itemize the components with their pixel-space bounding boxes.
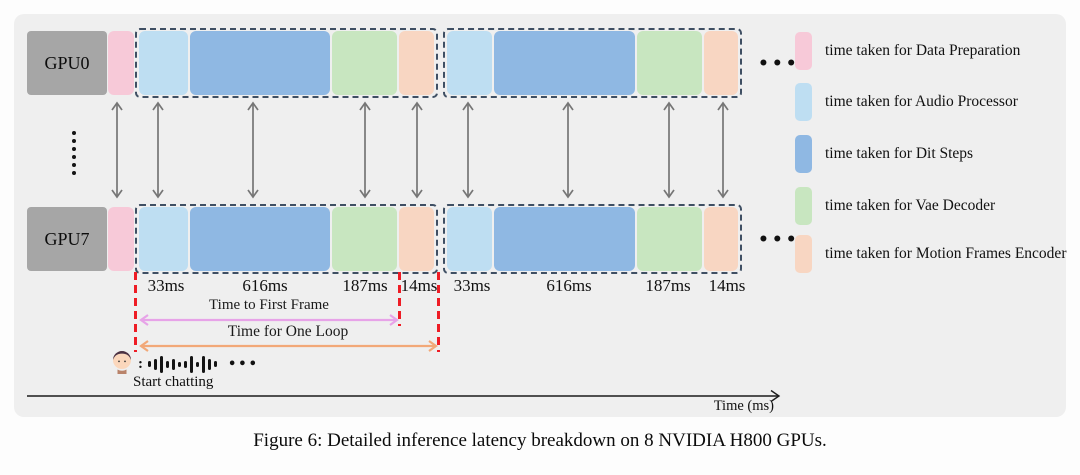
loop-end-marker bbox=[437, 272, 440, 352]
loop1-audio-duration: 33ms bbox=[147, 276, 185, 295]
gpu-sync-arrow-icon bbox=[661, 100, 677, 200]
legend-label-dit-steps: time taken for Dit Steps bbox=[825, 145, 974, 162]
legend-item-vae-decoder: time taken for Vae Decoder bbox=[795, 187, 995, 225]
user-avatar-icon bbox=[110, 348, 134, 374]
first-frame-marker bbox=[398, 272, 401, 326]
legend-swatch-dit-steps bbox=[795, 135, 812, 173]
gpu7-data-preparation-segment bbox=[108, 207, 134, 271]
gpu-sync-arrow-icon bbox=[357, 100, 373, 200]
audio-waveform-icon: : ••• bbox=[138, 354, 259, 374]
gpu0-data-preparation-segment bbox=[108, 31, 134, 95]
gpu7-label: GPU7 bbox=[44, 228, 90, 249]
loop-start-marker bbox=[134, 272, 137, 352]
time-axis-arrow-icon bbox=[27, 386, 787, 403]
gpu-sync-arrow-icon bbox=[715, 100, 731, 200]
gpu0-loop2-audio-segment bbox=[447, 31, 492, 95]
gpu0-loop2-dit-segment bbox=[494, 31, 635, 95]
legend-item-dit-steps: time taken for Dit Steps bbox=[795, 135, 973, 173]
time-for-one-loop-label: Time for One Loop bbox=[227, 323, 349, 340]
gpu0-loop1-vae-segment bbox=[332, 31, 397, 95]
legend-swatch-vae-decoder bbox=[795, 187, 812, 225]
gpu0-loop2-vae-segment bbox=[637, 31, 702, 95]
loop2-dit-duration: 616ms bbox=[546, 276, 592, 295]
gpu7-loop2-dit-segment bbox=[494, 207, 635, 271]
gpu7-loop1-audio-segment bbox=[139, 207, 188, 271]
loop1-dit-duration: 616ms bbox=[242, 276, 288, 295]
time-for-one-loop-arrow-icon bbox=[138, 339, 439, 358]
gpu-rows-vertical-ellipsis-icon bbox=[72, 131, 76, 175]
gpu0-loop2-group-box bbox=[443, 28, 742, 98]
loop2-audio-duration: 33ms bbox=[453, 276, 491, 295]
time-to-first-frame-label: Time to First Frame bbox=[209, 297, 329, 313]
legend-label-data-preparation: time taken for Data Preparation bbox=[825, 42, 1021, 59]
gpu7-loop2-vae-segment bbox=[637, 207, 702, 271]
latency-diagram-panel: GPU0 ••• GPU7 ••• 33ms bbox=[14, 14, 1066, 417]
gpu7-loop1-motion-segment bbox=[399, 207, 434, 271]
gpu0-loop1-motion-segment bbox=[399, 31, 434, 95]
loop1-motion-duration: 14ms bbox=[400, 276, 438, 295]
legend-item-data-preparation: time taken for Data Preparation bbox=[795, 32, 1020, 70]
gpu-sync-arrow-icon bbox=[109, 100, 125, 200]
gpu7-loop2-motion-segment bbox=[704, 207, 738, 271]
figure-caption: Figure 6: Detailed inference latency bre… bbox=[253, 430, 827, 451]
gpu7-continuation-ellipsis: ••• bbox=[758, 230, 800, 250]
legend-label-motion-frames-encoder: time taken for Motion Frames Encoder bbox=[825, 245, 1067, 262]
gpu0-label: GPU0 bbox=[44, 52, 90, 73]
legend-label-vae-decoder: time taken for Vae Decoder bbox=[825, 197, 996, 214]
gpu0-box: GPU0 bbox=[27, 31, 107, 95]
time-to-first-frame-arrow-icon bbox=[138, 313, 400, 332]
gpu7-box: GPU7 bbox=[27, 207, 107, 271]
legend-label-audio-processor: time taken for Audio Processor bbox=[825, 93, 1018, 110]
gpu-sync-arrow-icon bbox=[150, 100, 166, 200]
gpu-sync-arrow-icon bbox=[245, 100, 261, 200]
gpu7-loop2-group-box bbox=[443, 204, 742, 274]
gpu-sync-arrow-icon bbox=[460, 100, 476, 200]
legend-item-audio-processor: time taken for Audio Processor bbox=[795, 83, 1018, 121]
gpu-sync-arrow-icon bbox=[560, 100, 576, 200]
loop2-vae-duration: 187ms bbox=[645, 276, 691, 295]
gpu0-loop1-group-box bbox=[135, 28, 438, 98]
legend-swatch-audio-processor bbox=[795, 83, 812, 121]
gpu0-continuation-ellipsis: ••• bbox=[758, 54, 800, 74]
time-axis-label: Time (ms) bbox=[713, 398, 774, 414]
gpu0-loop1-dit-segment bbox=[190, 31, 330, 95]
loop1-vae-duration: 187ms bbox=[342, 276, 388, 295]
waveform-ellipsis: ••• bbox=[228, 356, 259, 372]
waveform-colon: : bbox=[138, 355, 143, 372]
gpu7-loop2-audio-segment bbox=[447, 207, 492, 271]
gpu0-loop2-motion-segment bbox=[704, 31, 738, 95]
loop2-motion-duration: 14ms bbox=[708, 276, 746, 295]
gpu7-loop1-group-box bbox=[135, 204, 438, 274]
gpu-sync-arrow-icon bbox=[409, 100, 425, 200]
gpu0-loop1-audio-segment bbox=[139, 31, 188, 95]
legend-swatch-data-preparation bbox=[795, 32, 812, 70]
legend-item-motion-frames-encoder: time taken for Motion Frames Encoder bbox=[795, 235, 1066, 273]
gpu7-loop1-vae-segment bbox=[332, 207, 397, 271]
start-chatting-label: Start chatting bbox=[133, 374, 214, 390]
gpu7-loop1-dit-segment bbox=[190, 207, 330, 271]
legend-swatch-motion-frames-encoder bbox=[795, 235, 812, 273]
